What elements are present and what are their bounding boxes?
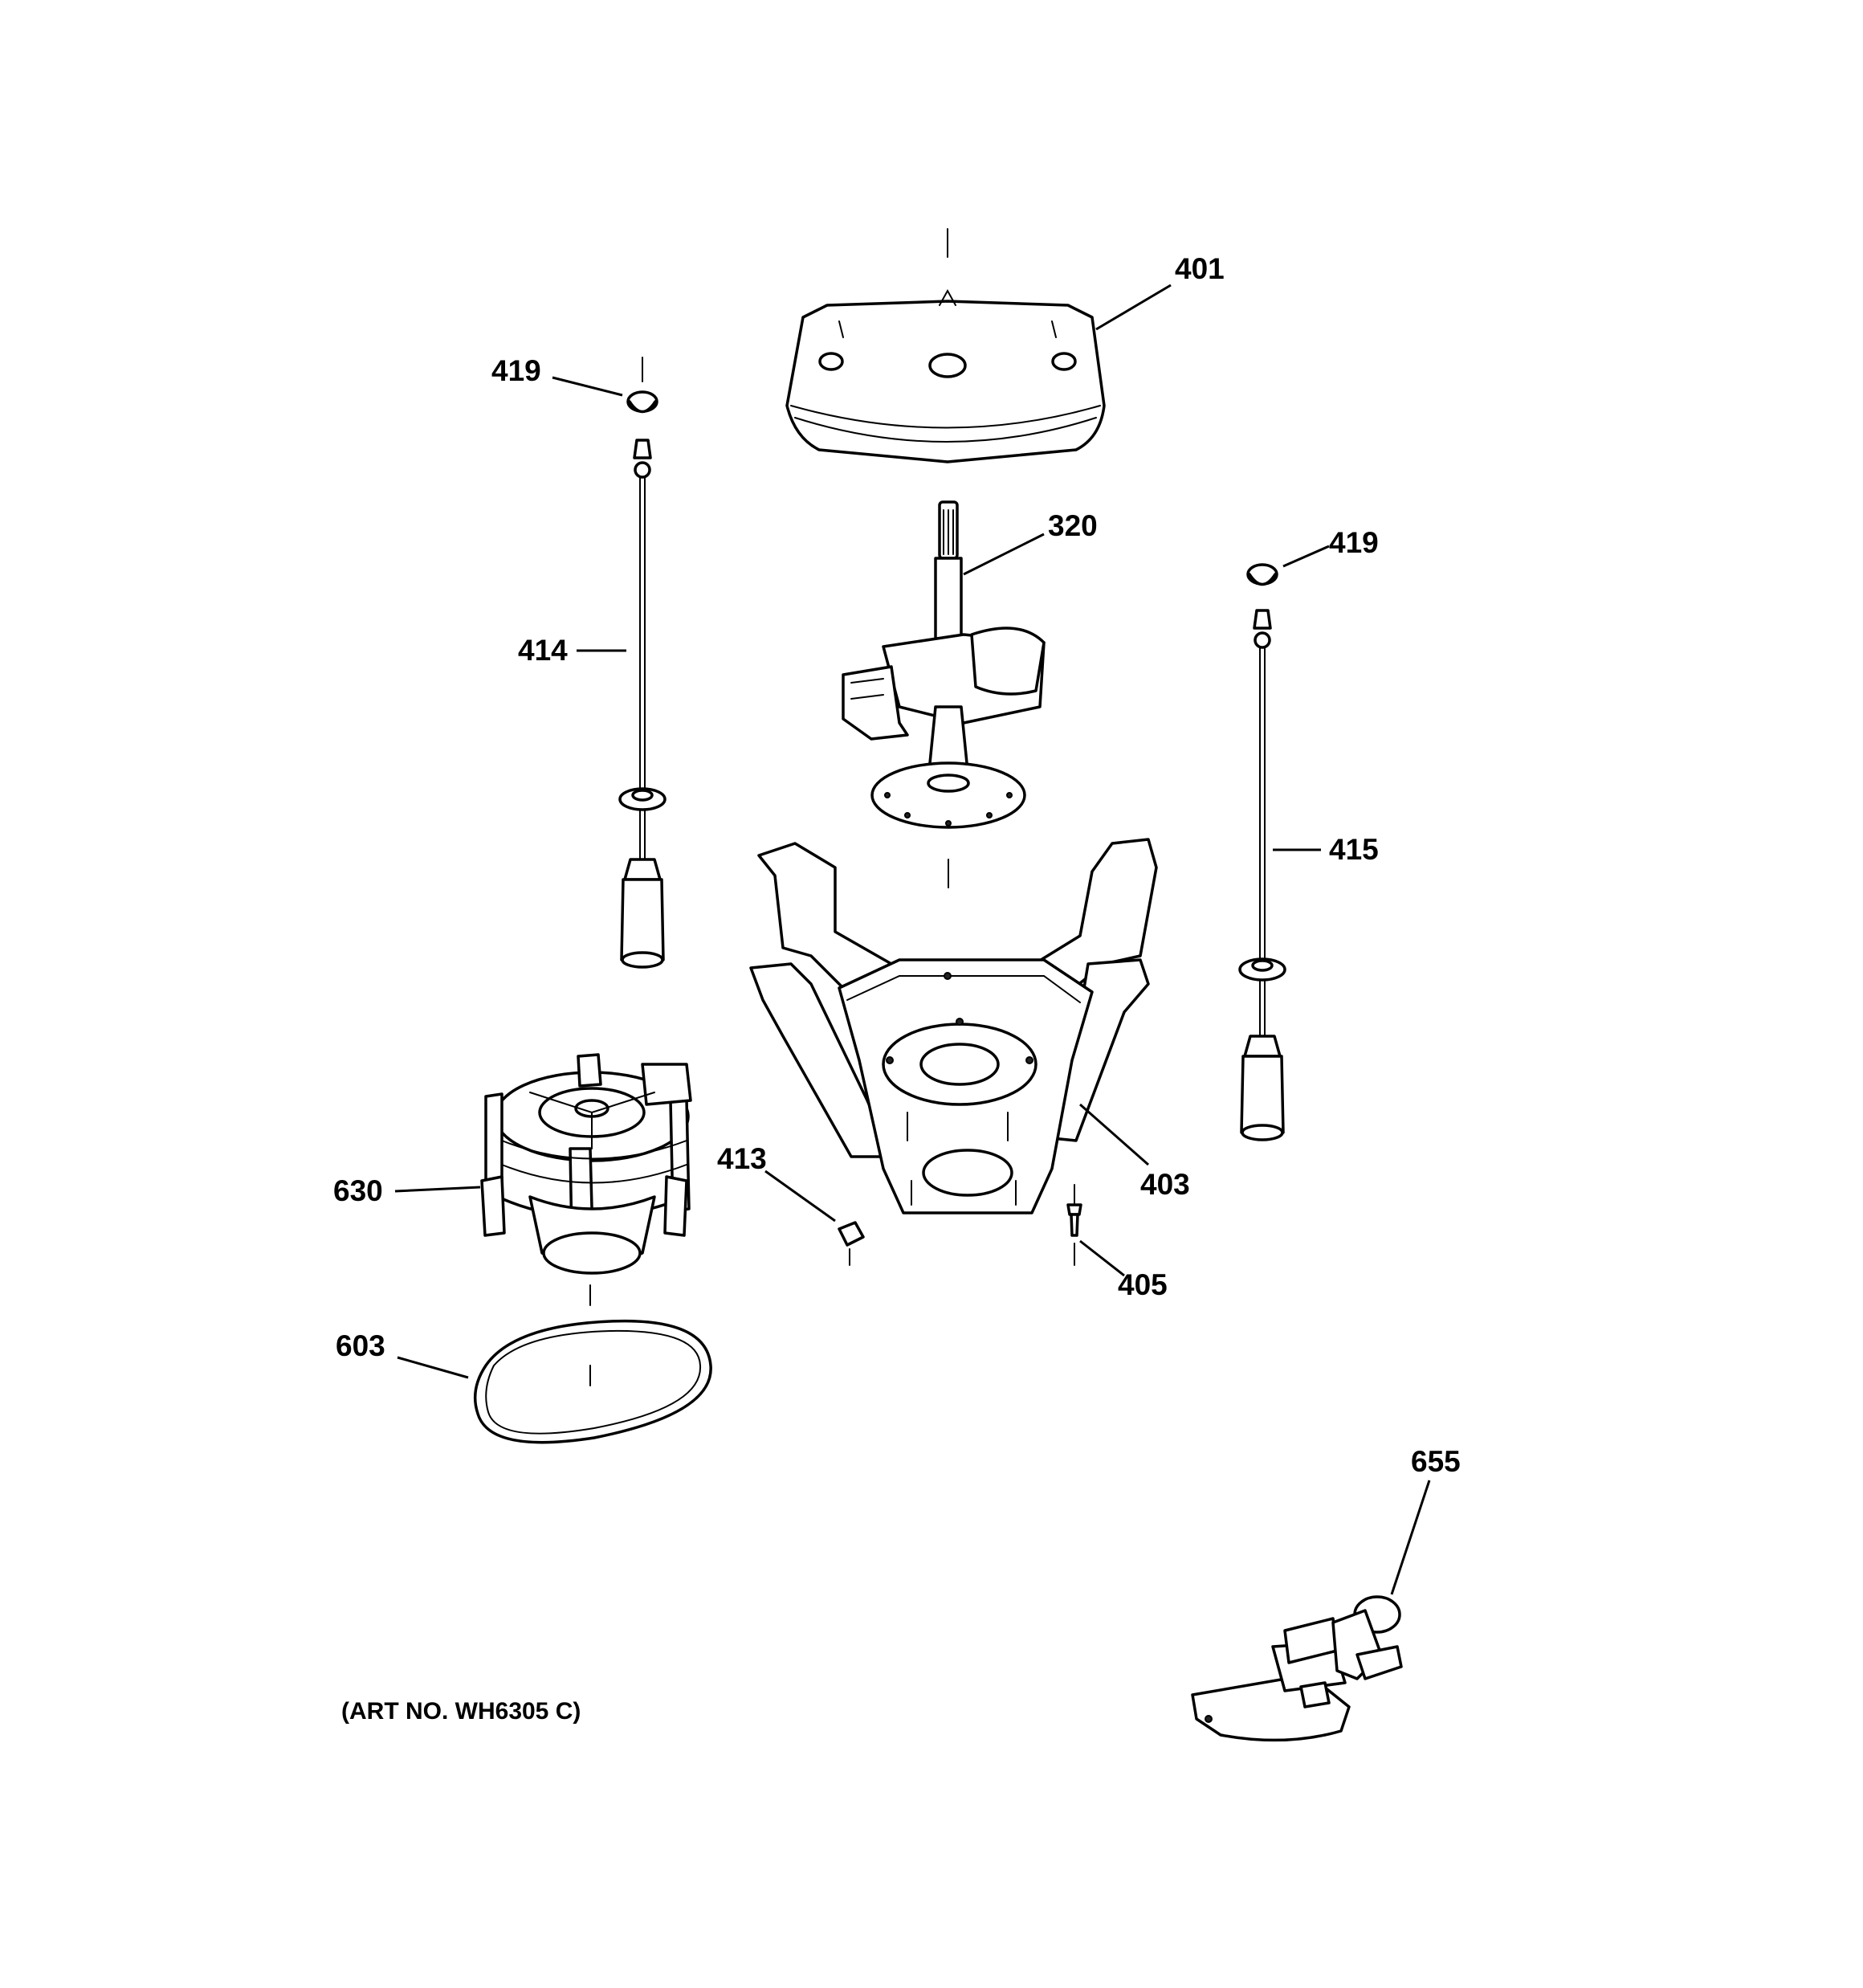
part-419-right-cap[interactable] <box>1246 563 1278 586</box>
label-655[interactable]: 655 <box>1411 1445 1461 1478</box>
leader-401 <box>1095 284 1172 331</box>
label-419-right[interactable]: 419 <box>1329 526 1379 559</box>
label-413[interactable]: 413 <box>717 1142 767 1175</box>
label-415[interactable]: 415 <box>1329 833 1379 866</box>
label-401[interactable]: 401 <box>1175 252 1225 285</box>
part-405-screw[interactable] <box>1066 1184 1082 1266</box>
leader-413 <box>764 1170 836 1223</box>
label-405[interactable]: 405 <box>1118 1268 1168 1301</box>
leader-405 <box>1079 1239 1125 1277</box>
part-415-suspension-rod-right[interactable] <box>1238 609 1286 1141</box>
label-630[interactable]: 630 <box>333 1174 383 1207</box>
part-320-transmission[interactable] <box>842 500 1046 888</box>
leader-655 <box>1390 1480 1431 1595</box>
leader-603 <box>397 1356 469 1379</box>
leader-320 <box>963 533 1045 576</box>
part-603-belt[interactable] <box>473 1319 712 1444</box>
leader-403 <box>1079 1103 1149 1166</box>
part-414-suspension-rod-left[interactable] <box>618 439 667 969</box>
label-414[interactable]: 414 <box>518 634 568 667</box>
label-320[interactable]: 320 <box>1048 509 1098 542</box>
part-630-motor[interactable] <box>480 1053 692 1306</box>
art-number-label: (ART NO. WH6305 C) <box>341 1698 581 1725</box>
part-413-nut[interactable] <box>838 1221 865 1266</box>
leader-630 <box>394 1186 481 1193</box>
part-401-cover[interactable] <box>785 228 1106 463</box>
leader-419-left <box>552 376 623 397</box>
part-419-left-cap[interactable] <box>626 357 658 414</box>
part-655-pump[interactable] <box>1191 1595 1403 1742</box>
label-603[interactable]: 603 <box>336 1329 385 1362</box>
label-419-left[interactable]: 419 <box>491 354 541 387</box>
label-403[interactable]: 403 <box>1140 1168 1190 1201</box>
part-403-mounting-bracket[interactable] <box>749 838 1158 1214</box>
leader-419-right <box>1282 545 1330 568</box>
